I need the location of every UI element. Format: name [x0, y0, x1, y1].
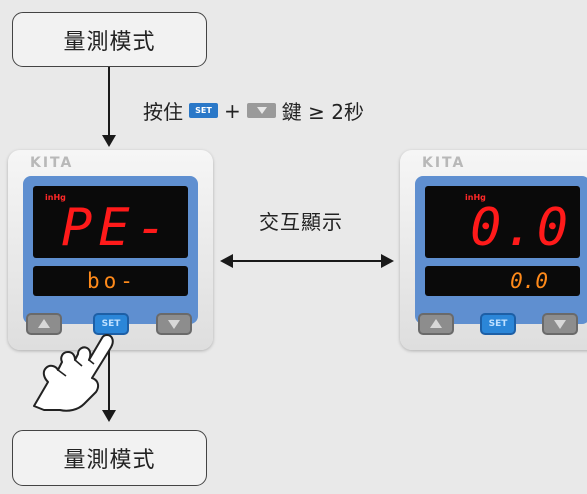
- down-key-icon: [246, 103, 276, 118]
- measure-mode-box-bottom: 量測模式: [12, 430, 207, 486]
- set-key-icon: SET: [189, 103, 218, 118]
- down-arrow-icon: [168, 320, 180, 329]
- double-arrow-right-head: [381, 254, 394, 268]
- instruction-text: 按住 SET + 鍵 ≥ 2秒: [143, 96, 364, 125]
- up-arrow-icon: [430, 319, 442, 328]
- display-bezel: inHg 0.0 0.0: [415, 176, 587, 324]
- double-arrow-line: [232, 260, 382, 262]
- sub-display: 0.0: [425, 266, 580, 296]
- down-arrow-icon: [554, 320, 566, 329]
- up-button[interactable]: [418, 313, 454, 335]
- main-display: inHg PE-: [33, 186, 188, 258]
- instruction-prefix: 按住: [143, 100, 183, 124]
- measure-mode-label-top: 量測模式: [63, 29, 156, 55]
- measure-mode-box-top: 量測模式: [12, 12, 207, 67]
- instruction-suffix: 鍵 ≥ 2秒: [281, 100, 364, 124]
- main-display: inHg 0.0: [425, 186, 580, 258]
- unit-label: inHg: [45, 193, 66, 202]
- sub-display-value: 0.0: [510, 269, 548, 293]
- down-button[interactable]: [156, 313, 192, 335]
- display-bezel: inHg PE- bo-: [23, 176, 198, 324]
- brand-logo: KITA: [422, 155, 466, 171]
- brand-logo: KITA: [30, 155, 74, 171]
- flow-arrowhead-top: [102, 135, 116, 147]
- set-button[interactable]: SET: [93, 313, 129, 335]
- sub-display-value: bo-: [87, 269, 137, 293]
- up-button[interactable]: [26, 313, 62, 335]
- double-arrow-left-head: [220, 254, 233, 268]
- up-arrow-icon: [38, 319, 50, 328]
- set-button[interactable]: SET: [480, 313, 516, 335]
- alternate-display-label: 交互顯示: [259, 210, 343, 234]
- hand-pointer-icon: [33, 334, 114, 412]
- flow-line-bottom: [108, 350, 110, 412]
- pressure-switch-right: KITA inHg 0.0 0.0 SET: [400, 150, 587, 350]
- pressure-switch-left: KITA inHg PE- bo- SET: [8, 150, 213, 350]
- unit-label: inHg: [465, 193, 486, 202]
- instruction-plus: +: [224, 98, 241, 123]
- flow-line-top: [108, 67, 110, 137]
- measure-mode-label-bottom: 量測模式: [63, 448, 156, 473]
- flow-arrowhead-bottom: [102, 410, 116, 422]
- sub-display: bo-: [33, 266, 188, 296]
- down-button[interactable]: [542, 313, 578, 335]
- main-display-value: PE-: [61, 198, 173, 258]
- main-display-value: 0.0: [470, 198, 570, 258]
